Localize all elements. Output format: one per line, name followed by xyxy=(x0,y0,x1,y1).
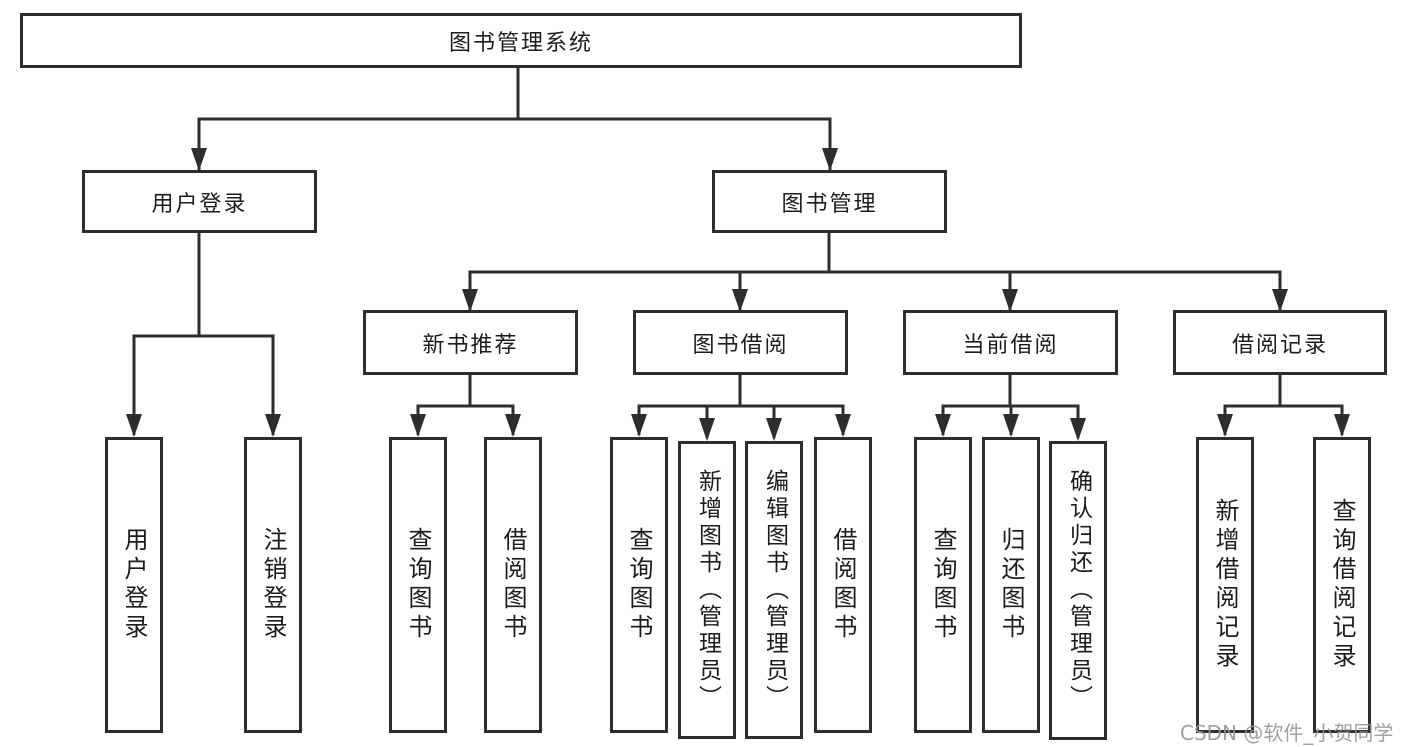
node-current-borrow: 当前借阅 xyxy=(903,310,1118,375)
leaf-label: 借阅图书 xyxy=(499,527,527,643)
leaf-user-login: 用户登录 xyxy=(105,437,163,733)
leaf-label: 确认归还（管理员） xyxy=(1065,469,1092,712)
leaf-label: 借阅图书 xyxy=(829,527,857,643)
leaf-borrow-books: 借阅图书 xyxy=(814,437,872,733)
leaf-label: 归还图书 xyxy=(997,527,1025,643)
leaf-return-books: 归还图书 xyxy=(982,437,1040,733)
node-book-borrow: 图书借阅 xyxy=(633,310,848,375)
leaf-add-books-admin: 新增图书（管理员） xyxy=(678,441,736,739)
leaf-label: 编辑图书（管理员） xyxy=(761,468,788,712)
node-user-login: 用户登录 xyxy=(82,170,317,233)
leaf-label: 查询图书 xyxy=(929,527,957,643)
leaf-label: 新增借阅记录 xyxy=(1211,498,1239,672)
leaf-logout: 注销登录 xyxy=(244,437,302,733)
leaf-label: 查询图书 xyxy=(625,527,653,643)
leaf-label: 用户登录 xyxy=(120,527,148,643)
node-book-management: 图书管理 xyxy=(712,170,947,233)
leaf-label: 查询图书 xyxy=(404,527,432,643)
leaf-borrow-books-recommend: 借阅图书 xyxy=(484,437,542,733)
leaf-query-borrow-record: 查询借阅记录 xyxy=(1313,437,1371,733)
leaf-query-books-current: 查询图书 xyxy=(914,437,972,733)
leaf-confirm-return-admin: 确认归还（管理员） xyxy=(1049,441,1107,740)
watermark: CSDN @软件_小贺同学 xyxy=(1180,721,1394,745)
node-new-book-recommend: 新书推荐 xyxy=(363,310,578,375)
leaf-edit-books-admin: 编辑图书（管理员） xyxy=(745,441,803,739)
leaf-label: 注销登录 xyxy=(259,527,287,643)
node-library-management-system: 图书管理系统 xyxy=(20,13,1022,68)
leaf-label: 查询借阅记录 xyxy=(1328,498,1356,672)
node-borrow-records: 借阅记录 xyxy=(1173,310,1387,375)
leaf-query-books-borrow: 查询图书 xyxy=(610,437,668,733)
leaf-query-books-recommend: 查询图书 xyxy=(389,437,447,733)
leaf-label: 新增图书（管理员） xyxy=(694,468,721,712)
leaf-add-borrow-record: 新增借阅记录 xyxy=(1196,437,1254,733)
